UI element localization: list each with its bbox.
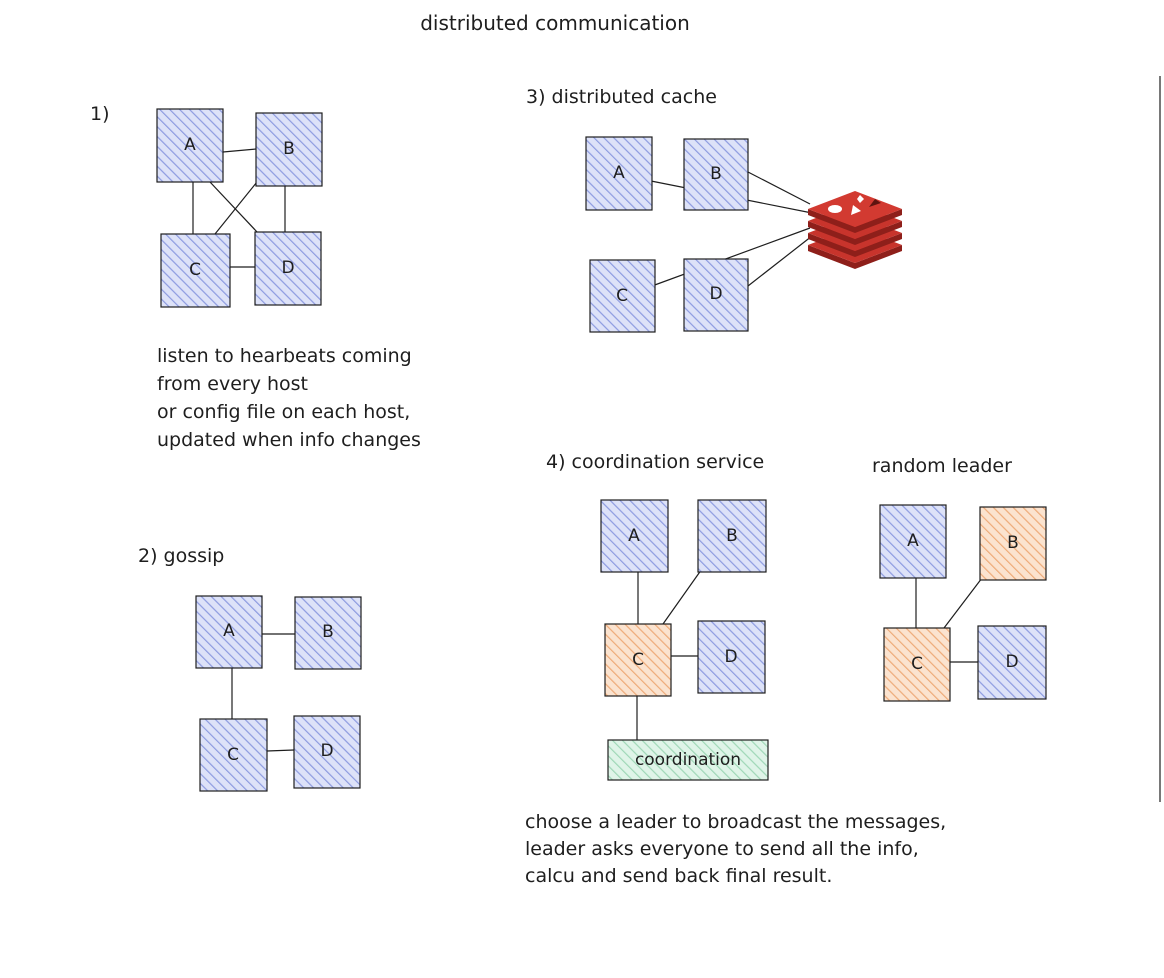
node-a: A <box>156 108 224 183</box>
node-b-label: B <box>322 622 334 642</box>
section-1-note-line: or config file on each host, <box>157 401 410 423</box>
section-1: 1) A B C D listen to hearbeats coming fr… <box>90 103 421 451</box>
node-c: C <box>199 718 268 792</box>
node-d: D <box>293 715 361 789</box>
node-b: B <box>255 112 323 187</box>
node-b-label: B <box>710 164 722 184</box>
node-c: C <box>160 233 231 308</box>
node-a-label: A <box>907 531 919 551</box>
section-1-heading: 1) <box>90 103 110 125</box>
node-c-label: C <box>189 260 201 280</box>
section-4-note-line: choose a leader to broadcast the message… <box>525 811 946 833</box>
edge-c-d <box>266 749 295 752</box>
node-d: D <box>683 258 749 332</box>
node-c-label: C <box>911 654 923 674</box>
section-1-note-line: from every host <box>157 373 308 395</box>
section-4-note: choose a leader to broadcast the message… <box>525 811 952 887</box>
node-c-label: C <box>227 745 239 765</box>
edge-a-d <box>209 181 259 234</box>
node-d: D <box>697 620 766 694</box>
node-c-label: C <box>616 286 628 306</box>
section-2: 2) gossip A B C D <box>138 545 362 792</box>
section-3-heading: 3) distributed cache <box>526 86 717 108</box>
node-b: B <box>294 596 362 670</box>
section-1-note-line: listen to hearbeats coming <box>157 345 412 367</box>
node-a: A <box>600 499 669 573</box>
node-c: C <box>589 259 656 333</box>
node-b: B <box>697 499 767 573</box>
edge-b-c <box>214 181 258 235</box>
edge-b-cache <box>747 171 811 205</box>
section-4-note-line: calcu and send back final result. <box>525 865 832 887</box>
node-a: A <box>195 595 263 669</box>
edge-b-c <box>943 577 983 629</box>
section-4-heading: 4) coordination service <box>546 451 764 473</box>
section-2-heading: 2) gossip <box>138 545 224 567</box>
node-a: A <box>879 504 947 579</box>
node-a-label: A <box>184 135 196 155</box>
node-b-leader: B <box>979 506 1047 581</box>
node-d-label: D <box>1005 652 1018 672</box>
coordination-box: coordination <box>607 739 769 781</box>
section-1-note-line: updated when info changes <box>157 429 421 451</box>
node-b: B <box>683 138 749 211</box>
node-d-label: D <box>724 647 737 667</box>
section-5: random leader A B C D <box>872 455 1047 702</box>
edge-a-b <box>222 148 257 153</box>
node-b-label: B <box>726 526 738 546</box>
node-a-label: A <box>613 163 625 183</box>
node-b-label: B <box>283 139 295 159</box>
section-1-note: listen to hearbeats coming from every ho… <box>157 345 421 451</box>
node-c: C <box>883 627 951 702</box>
section-3: 3) distributed cache A B C D <box>526 86 902 333</box>
redis-stack-icon <box>808 191 902 269</box>
node-d-label: D <box>709 284 722 304</box>
edge-c-cache <box>651 227 811 287</box>
node-d: D <box>254 231 322 306</box>
node-a-label: A <box>223 621 235 641</box>
node-b-label: B <box>1007 533 1019 553</box>
node-d: D <box>977 625 1047 700</box>
edge-d-cache <box>747 235 813 287</box>
node-a: A <box>585 136 653 211</box>
section-5-heading: random leader <box>872 455 1012 477</box>
coordination-label: coordination <box>635 750 741 770</box>
node-a-label: A <box>628 526 640 546</box>
section-4-note-line: leader asks everyone to send all the inf… <box>525 838 919 860</box>
section-4: 4) coordination service A B C D coordina… <box>525 451 952 887</box>
edge-b-c <box>662 565 705 625</box>
page-title: distributed communication <box>420 11 690 35</box>
node-c-leader: C <box>604 623 672 697</box>
node-d-label: D <box>320 741 333 761</box>
node-d-label: D <box>281 258 294 278</box>
node-c-label: C <box>632 650 644 670</box>
